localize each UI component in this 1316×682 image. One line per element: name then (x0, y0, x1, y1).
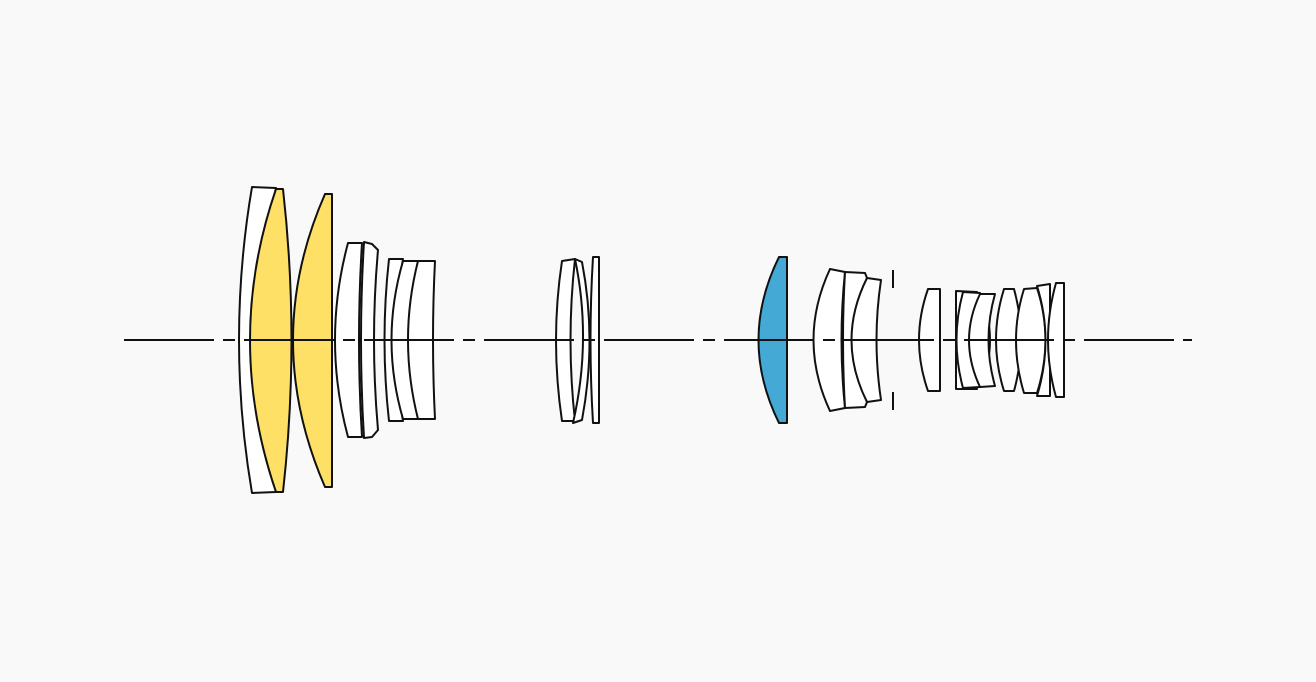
lens-element-23 (1047, 282, 1065, 398)
lens-element-10 (572, 258, 591, 424)
rear-group (918, 282, 1065, 398)
lens-element-22 (1036, 283, 1051, 397)
